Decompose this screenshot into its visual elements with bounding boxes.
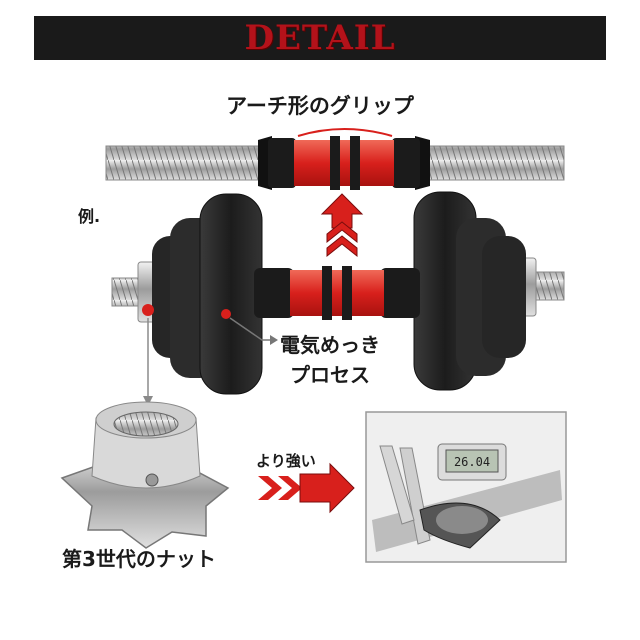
example-label: 例. [78, 207, 101, 226]
stronger-label: より強い [256, 452, 316, 470]
caliper-reading: 26.04 [454, 455, 490, 469]
right-arrow-icon [258, 462, 355, 514]
dumbbell [111, 191, 565, 406]
handle-bar [105, 128, 565, 190]
banner-title: DETAIL [244, 18, 396, 58]
caliper-photo: 26.04 [365, 411, 567, 563]
plating-label-line1: 電気めっき [280, 333, 380, 357]
nut-marker [142, 304, 154, 316]
nut-label: 第3世代のナット [62, 547, 216, 571]
grip-label: アーチ形のグリップ [226, 94, 414, 118]
plate-marker [221, 309, 231, 319]
plating-label-line2: プロセス [290, 363, 370, 387]
plating-label: 電気めっき プロセス [280, 330, 380, 390]
star-nut [60, 401, 230, 549]
up-arrow-icon [320, 193, 364, 258]
detail-banner: DETAIL [34, 16, 606, 60]
